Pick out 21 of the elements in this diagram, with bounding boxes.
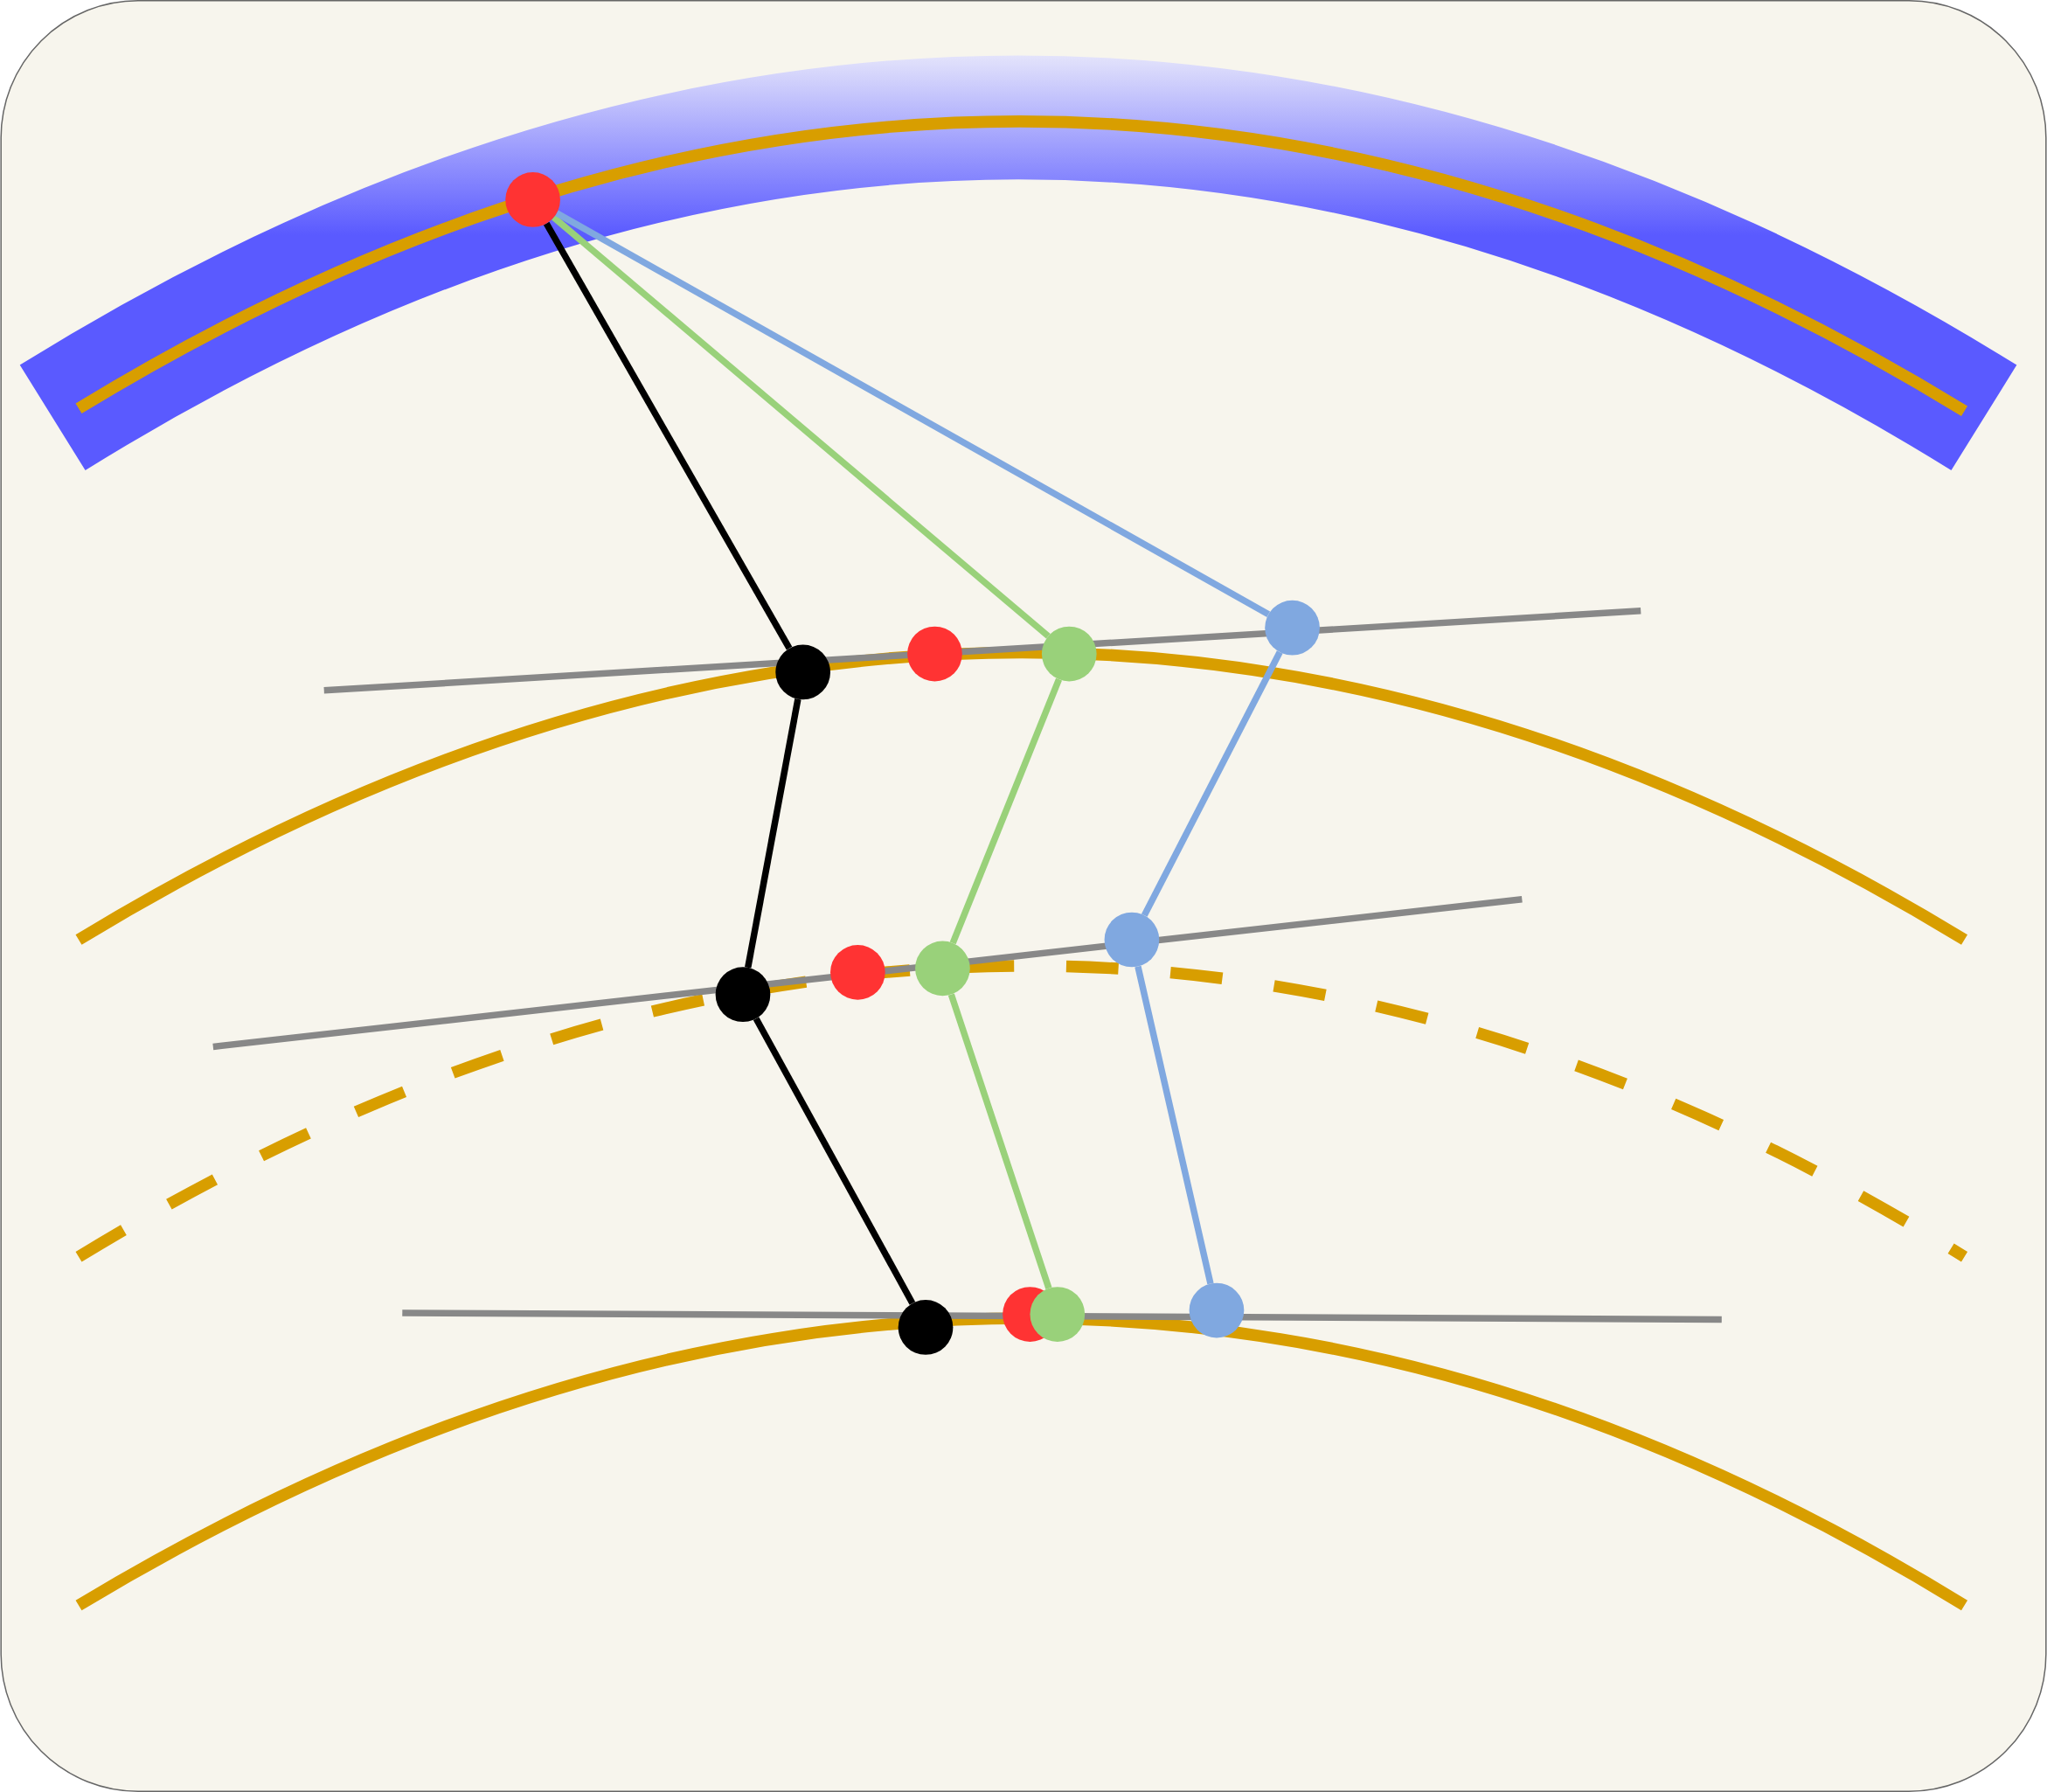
connector-line bbox=[552, 214, 1051, 639]
connector-line bbox=[543, 221, 793, 650]
dot-marker bbox=[830, 945, 885, 1000]
connector-line bbox=[753, 1017, 916, 1305]
dot-marker bbox=[1030, 1287, 1086, 1342]
dot-marker bbox=[1104, 912, 1160, 968]
connector-line bbox=[947, 993, 1052, 1289]
dot-marker bbox=[907, 626, 962, 682]
dot-marker bbox=[505, 172, 560, 227]
dot-marker bbox=[1265, 600, 1320, 656]
connector-line bbox=[555, 210, 1271, 618]
connector-line bbox=[1141, 650, 1283, 917]
connector-line bbox=[949, 677, 1062, 945]
dot-marker bbox=[1189, 1282, 1245, 1338]
dot-marker bbox=[775, 644, 830, 700]
dot-marker bbox=[898, 1300, 954, 1355]
dot-marker bbox=[715, 967, 771, 1023]
connector-line bbox=[745, 698, 801, 969]
dot-marker bbox=[915, 941, 970, 997]
connector-line bbox=[1135, 965, 1214, 1285]
dot-marker bbox=[1041, 626, 1097, 682]
